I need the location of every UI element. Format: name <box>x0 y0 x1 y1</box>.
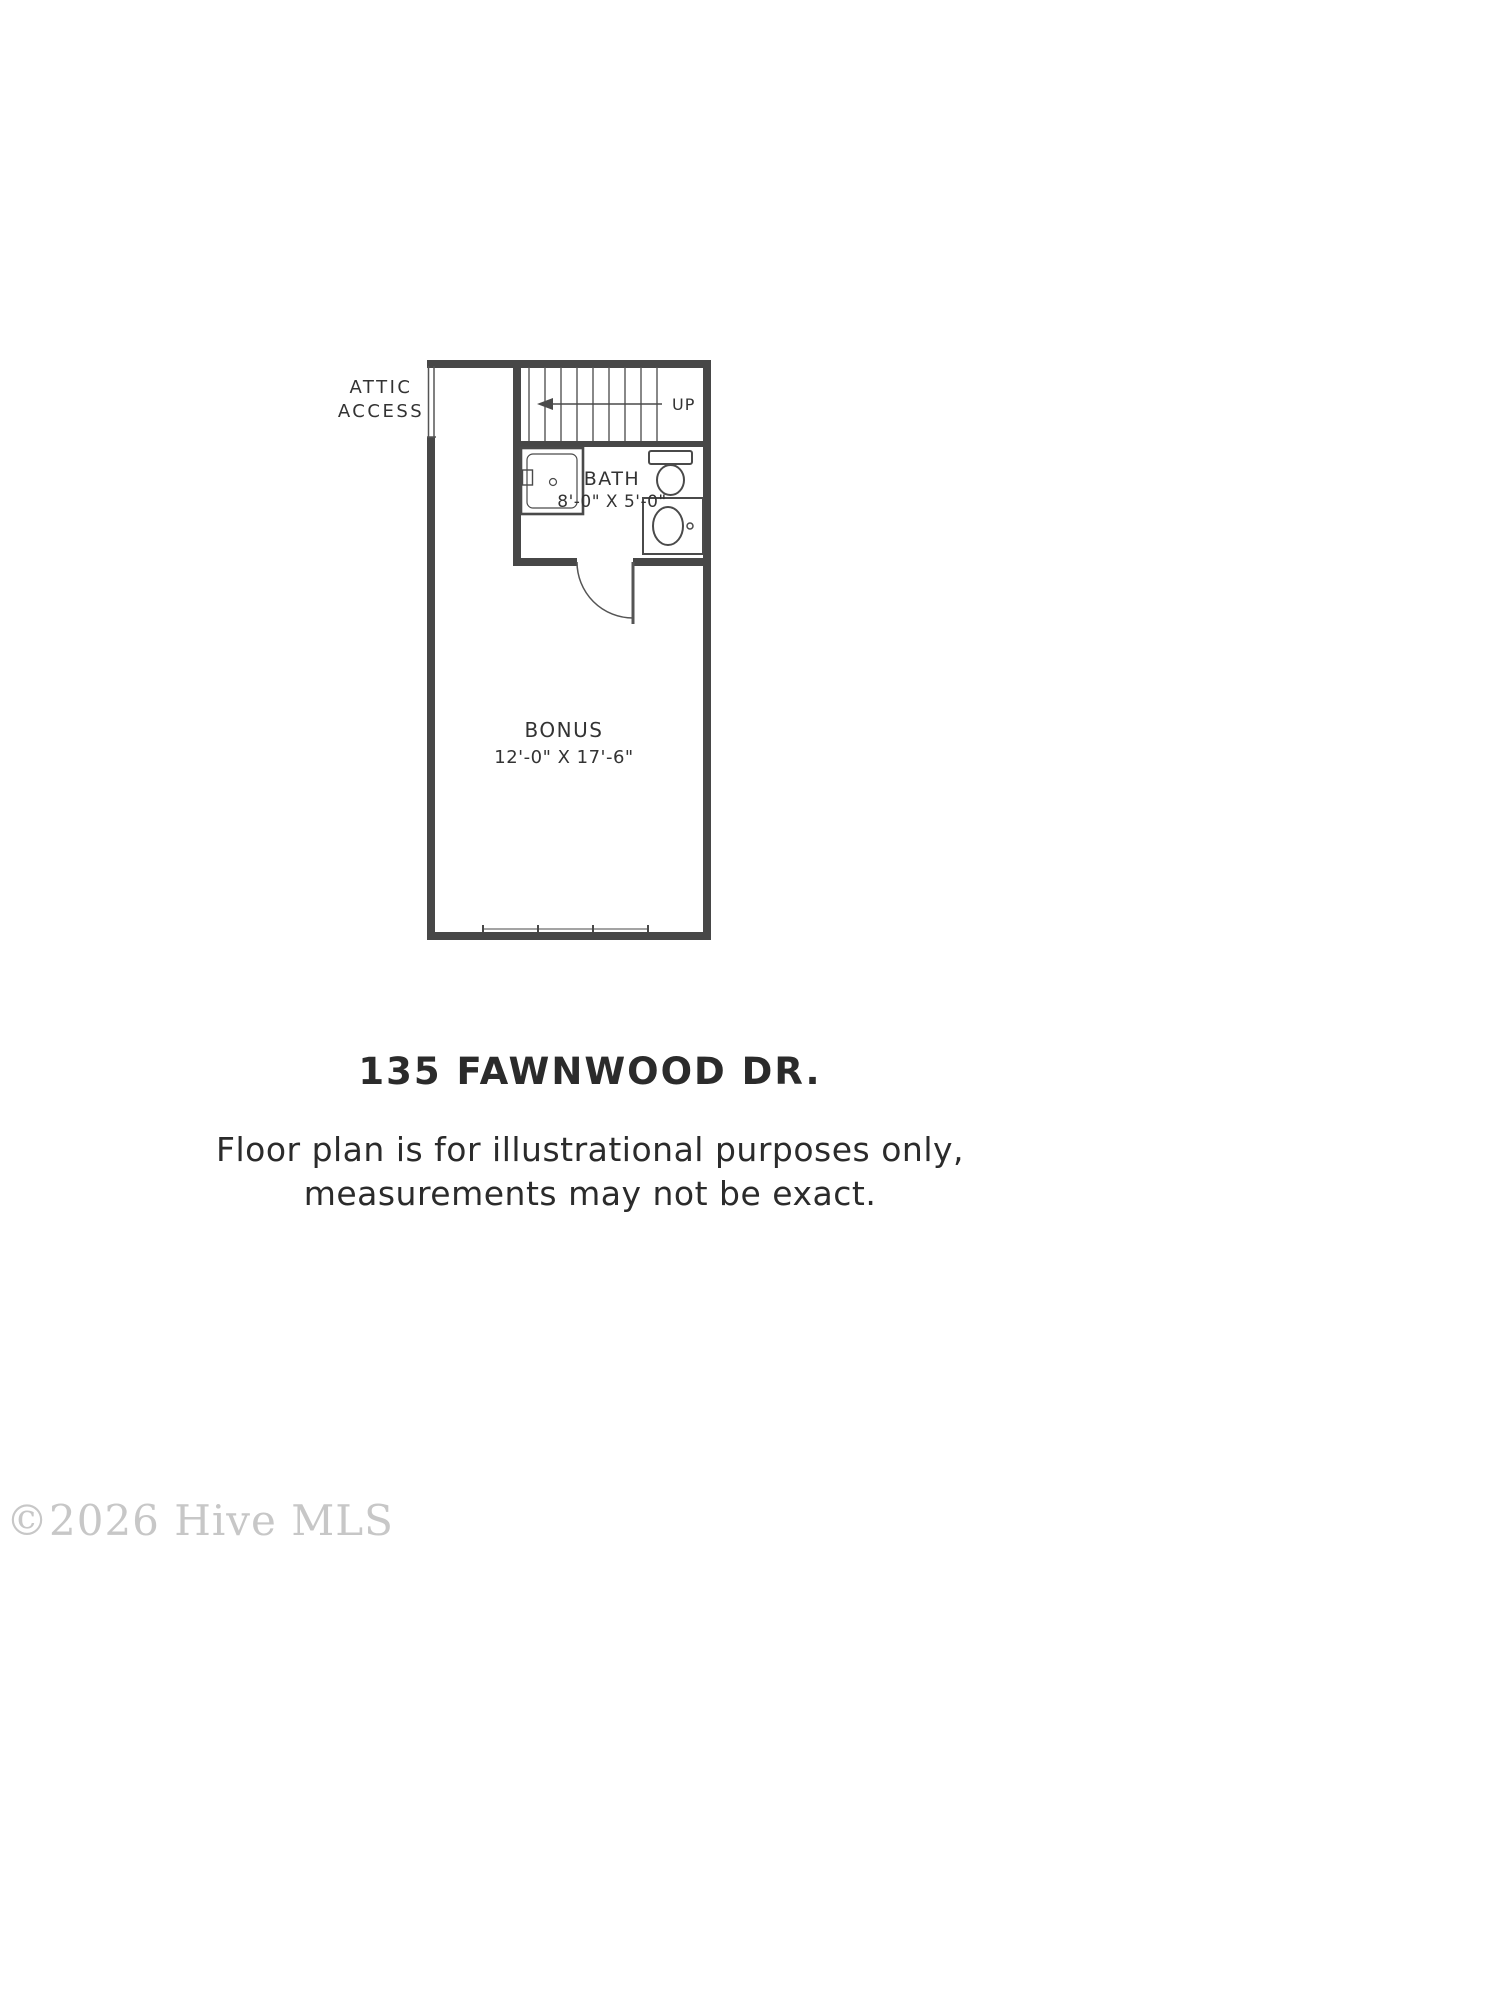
attic-access-label-line1: ATTIC <box>350 377 413 398</box>
toilet <box>648 450 693 496</box>
disclaimer-line1: Floor plan is for illustrational purpose… <box>215 1130 965 1169</box>
attic-access-label-line2: ACCESS <box>338 401 424 422</box>
outer-walls <box>427 360 711 940</box>
bath-door <box>576 561 635 624</box>
stair-direction-arrow <box>537 398 662 410</box>
address-title: 135 FAWNWOOD DR. <box>358 1050 822 1093</box>
attic-access-opening <box>427 366 436 438</box>
sink-vanity <box>642 497 704 555</box>
mls-watermark: ©2026 Hive MLS <box>6 1496 394 1545</box>
bath-dimensions: 8'-0" X 5'-0" <box>557 492 666 512</box>
interior-walls <box>513 364 707 566</box>
bath-label: BATH <box>584 468 640 490</box>
bonus-dimensions: 12'-0" X 17'-6" <box>494 747 633 768</box>
bonus-label: BONUS <box>525 718 604 742</box>
window-marks <box>482 925 649 933</box>
shower <box>519 446 585 516</box>
disclaimer-line2: measurements may not be exact. <box>303 1173 877 1213</box>
stairs-up-label: UP <box>672 395 695 414</box>
disclaimer: Floor plan is for illustrational purpose… <box>0 1128 1180 1215</box>
